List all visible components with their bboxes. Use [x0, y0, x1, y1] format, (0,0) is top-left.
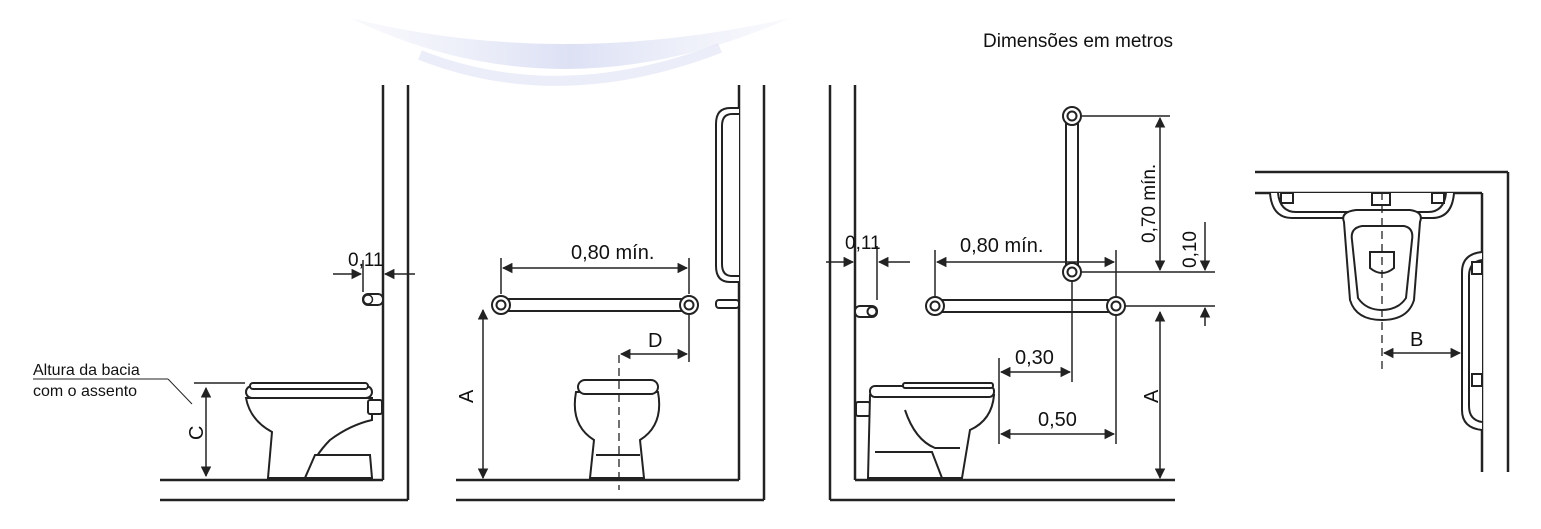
gap-dimension-label: 0,10	[1180, 231, 1201, 268]
vertical-grab-bar-icon	[715, 107, 740, 309]
panel-plan-view: B	[1255, 170, 1510, 472]
distance-050-label: 0,50	[1038, 409, 1077, 431]
offset-d-label: D	[648, 330, 662, 352]
bar-height-a-label: A	[456, 389, 478, 403]
panel-side-view: 0,11 Altura da bacia com o assento C	[33, 85, 415, 502]
offset-dimension-label: 0,11	[845, 233, 881, 254]
bar-length-label: 0,80 mín.	[960, 235, 1043, 257]
vertical-bar-length-label: 0,70 mín.	[1139, 164, 1160, 243]
offset-dimension-label: 0,11	[348, 250, 384, 271]
seat-height-note-line2: com o assento	[33, 383, 137, 400]
bar-length-label: 0,80 mín.	[571, 242, 654, 264]
panel-front-view: 0,80 mín. D A	[456, 85, 766, 502]
height-c-label: C	[186, 426, 208, 440]
panel-side-view-two-bars: 0,11 0,80 mín.	[826, 85, 1215, 502]
offset-b-label: B	[1410, 329, 1423, 351]
grab-bar-section-icon	[362, 293, 384, 306]
watermark-arcs	[350, 18, 790, 86]
units-note: Dimensões em metros	[983, 31, 1173, 52]
toilet-side-icon	[244, 382, 383, 479]
distance-030-label: 0,30	[1015, 347, 1054, 369]
vertical-grab-bar-icon	[1062, 106, 1082, 282]
grab-bar-section-icon	[854, 305, 878, 318]
toilet-side-icon	[855, 382, 996, 479]
horizontal-grab-bar-icon	[491, 295, 699, 315]
toilet-front-icon	[573, 379, 661, 479]
bar-height-a-label: A	[1141, 389, 1163, 403]
side-grab-bar-icon	[1461, 251, 1483, 431]
horizontal-grab-bar-icon	[925, 296, 1126, 316]
seat-height-note-line1: Altura da bacia	[33, 362, 140, 379]
